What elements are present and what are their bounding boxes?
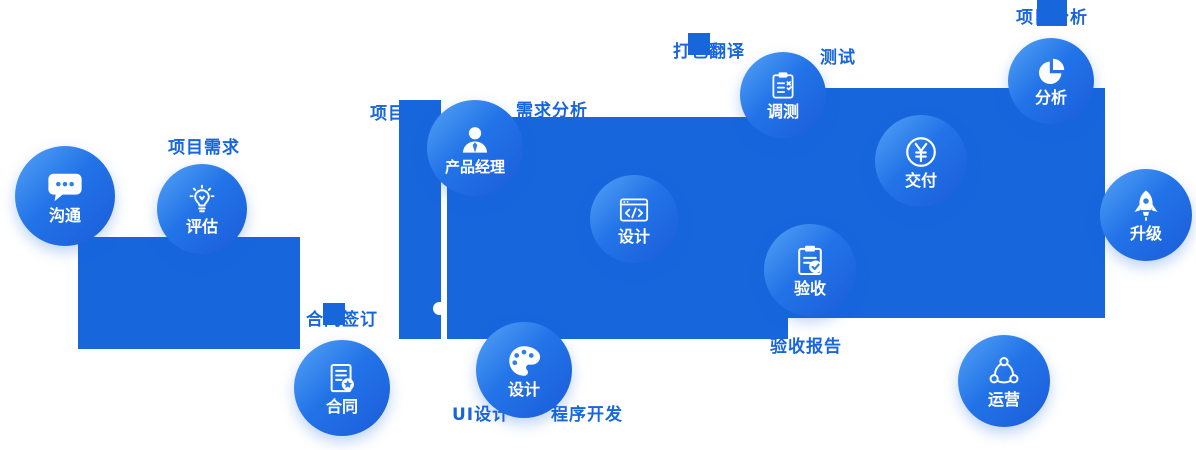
node-delivery: 交付: [875, 115, 967, 207]
node-label: 运营: [987, 390, 1020, 409]
node-label: 交付: [904, 171, 937, 190]
clipboard-list-icon: [772, 72, 794, 99]
node-label: 分析: [1034, 88, 1067, 107]
node-operation: 运营: [958, 335, 1050, 427]
node-contract: 合同: [294, 340, 390, 436]
clipboard-check-icon: [798, 245, 822, 276]
rocket-icon: [1134, 190, 1158, 221]
caption-ui-design: UI设计: [452, 405, 511, 425]
node-label: 设计: [617, 227, 650, 246]
caption-testing: 测试: [820, 48, 856, 68]
pie-chart-icon: [1039, 58, 1065, 84]
node-evaluation: 评估: [157, 164, 247, 254]
node-label: 验收: [793, 279, 826, 298]
node-ui-design: 设计: [476, 322, 572, 418]
node-label: 产品经理: [444, 157, 505, 176]
node-label: 调测: [766, 102, 799, 121]
node-upgrade: 升级: [1100, 169, 1192, 261]
node-label: 合同: [325, 397, 358, 416]
node-product-manager: 产品经理: [427, 100, 523, 196]
code-window-icon: [619, 198, 649, 222]
node-label: 评估: [185, 217, 218, 236]
caption-project-requirements: 项目需求: [168, 138, 240, 158]
palette-icon: [509, 346, 541, 376]
decor-square: [688, 33, 710, 55]
node-label: 沟通: [48, 206, 81, 225]
node-debugging: 调测: [740, 52, 826, 138]
decor-square: [323, 303, 345, 325]
path-dot: [433, 302, 446, 315]
contract-document-icon: [330, 364, 354, 393]
caption-programming: 程序开发: [551, 405, 623, 425]
node-analysis: 分析: [1008, 38, 1094, 124]
node-prototype-design: 设计: [590, 175, 678, 263]
node-acceptance: 验收: [764, 224, 856, 316]
flow-block-left: [78, 237, 300, 349]
lightbulb-icon: [189, 184, 215, 213]
chat-bubble-icon: [48, 173, 82, 202]
decor-square: [1037, 0, 1067, 26]
caption-acceptance-report: 验收报告: [770, 337, 842, 357]
node-label: 设计: [507, 380, 540, 399]
node-communication: 沟通: [15, 146, 115, 246]
yuan-coin-icon: [906, 137, 936, 167]
node-label: 升级: [1129, 224, 1162, 243]
product-manager-icon: [462, 126, 488, 153]
caption-requirement-analysis: 需求分析: [516, 101, 588, 121]
network-icon: [989, 357, 1019, 384]
